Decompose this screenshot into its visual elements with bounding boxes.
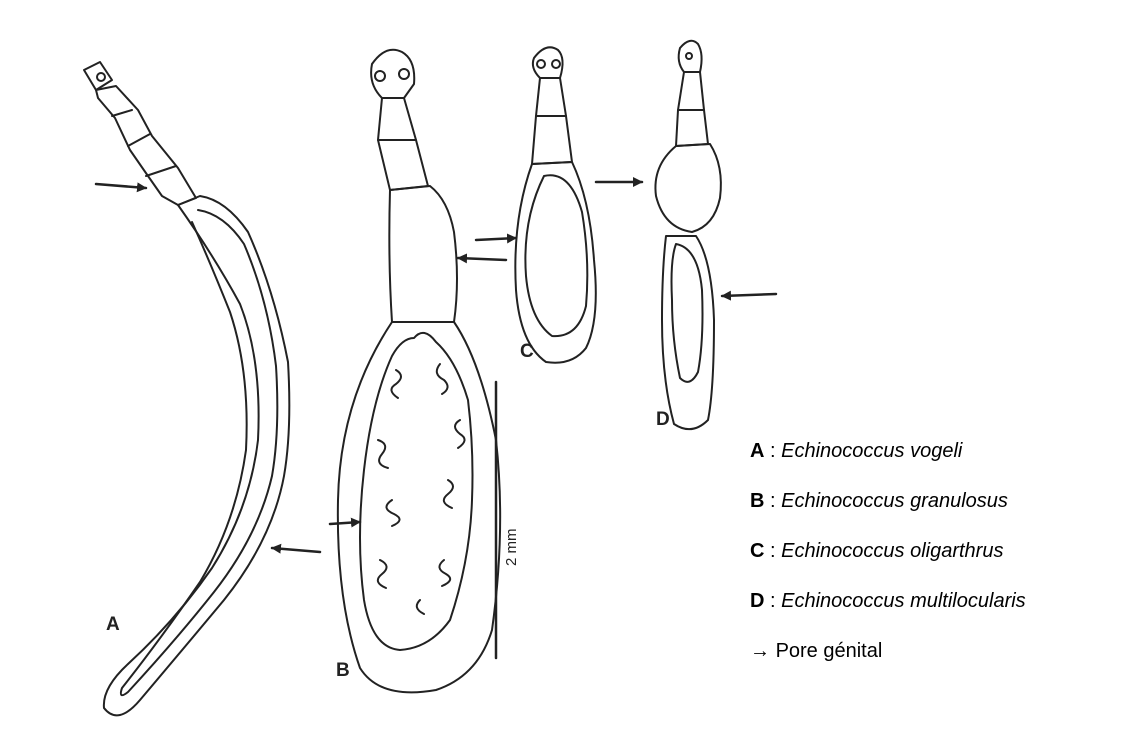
legend-item-d: D : Echinococcus multilocularis xyxy=(750,588,1130,638)
legend-item-b: B : Echinococcus granulosus xyxy=(750,488,1130,538)
echinococcus-figure: A B C D 2 mm xyxy=(0,0,870,738)
specimen-a-gravid-segment xyxy=(104,196,289,715)
specimen-letter-a: A xyxy=(106,614,120,635)
specimen-c-gravid-segment xyxy=(515,162,595,363)
scale-bar-label: 2 mm xyxy=(503,529,520,567)
legend-separator: : xyxy=(764,590,781,612)
specimen-c-uterus xyxy=(525,175,587,336)
pore-arrow-c-1 xyxy=(476,238,516,240)
specimen-drawings: A B C D 2 mm xyxy=(0,0,870,738)
arrow-icon: → xyxy=(750,640,770,662)
specimen-c-neck xyxy=(532,78,572,164)
legend-species: Echinococcus multilocularis xyxy=(781,590,1026,612)
specimen-b-scolex xyxy=(371,50,414,98)
specimen-a-uterus xyxy=(121,210,277,695)
legend-item-c: C : Echinococcus oligarthrus xyxy=(750,538,1130,588)
pore-arrow-a-2 xyxy=(272,548,320,552)
specimen-d-gravid-segment xyxy=(662,236,714,429)
legend-separator: : xyxy=(764,540,781,562)
legend-letter: A xyxy=(750,440,764,462)
legend-pore-label: Pore génital xyxy=(776,640,883,662)
legend-separator: : xyxy=(764,440,781,462)
legend-species: Echinococcus vogeli xyxy=(781,440,962,462)
specimen-d-scolex xyxy=(679,41,702,72)
legend-item-a: A : Echinococcus vogeli xyxy=(750,438,1130,488)
pore-arrow-a-1 xyxy=(96,184,146,188)
specimen-d-mature-segment xyxy=(655,144,720,232)
specimen-b-neck xyxy=(378,98,428,190)
specimen-c-drawing xyxy=(515,47,595,362)
specimen-d-uterus xyxy=(672,244,703,382)
legend-letter: D xyxy=(750,590,764,612)
specimen-b-drawing xyxy=(338,50,500,693)
legend-letter: C xyxy=(750,540,764,562)
specimen-b-gravid-segment xyxy=(338,322,500,692)
pore-arrow-b-1 xyxy=(330,522,360,524)
specimen-letter-c: C xyxy=(520,341,534,362)
specimen-b-uterus xyxy=(360,333,473,650)
legend-species: Echinococcus oligarthrus xyxy=(781,540,1003,562)
specimen-letter-d: D xyxy=(656,409,670,430)
legend-separator: : xyxy=(764,490,781,512)
pore-arrow-d-2 xyxy=(722,294,776,296)
specimen-d-drawing xyxy=(655,41,720,429)
legend-letter: B xyxy=(750,490,764,512)
legend: A : Echinococcus vogeli B : Echinococcus… xyxy=(750,438,1130,688)
legend-species: Echinococcus granulosus xyxy=(781,490,1008,512)
legend-item-pore: → Pore génital xyxy=(750,638,1130,688)
pore-arrow-b-2 xyxy=(458,258,506,260)
specimen-letter-b: B xyxy=(336,660,350,681)
specimen-b-mature-segment xyxy=(389,186,457,322)
